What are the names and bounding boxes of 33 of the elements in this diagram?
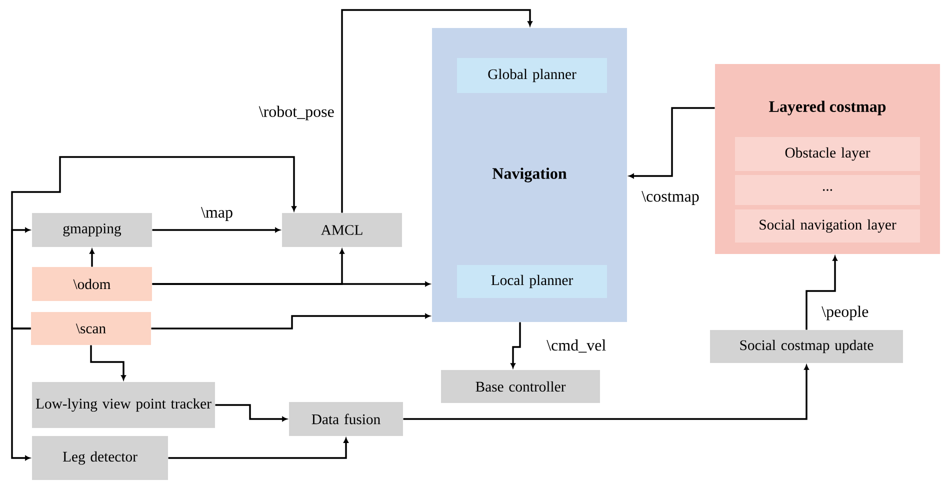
arrow	[90, 248, 94, 267]
edge-label: \cmd_vel	[546, 339, 606, 353]
process-box: Social costmap update	[710, 330, 903, 363]
topic-box: \scan	[31, 312, 151, 345]
arrow	[11, 156, 296, 330]
process-box: Data fusion	[289, 402, 403, 436]
process-box: Low-lying view point tracker	[32, 382, 215, 428]
layer-box: Social navigation layer	[735, 210, 920, 242]
topic-box: \odom	[32, 267, 152, 301]
arrow	[168, 438, 348, 459]
arrow	[215, 404, 288, 422]
process-box: Leg detector	[32, 436, 168, 480]
process-box: AMCL	[282, 213, 402, 247]
arrow	[152, 228, 280, 232]
edge-label: \costmap	[642, 191, 699, 205]
edge-label: \people	[822, 306, 868, 320]
edge-label: \robot_pose	[258, 106, 334, 120]
process-box: Base controller	[441, 370, 600, 403]
planner-box: Local planner	[457, 265, 607, 298]
arrow	[628, 107, 715, 178]
arrow	[510, 322, 521, 368]
edge-label: \map	[201, 207, 232, 221]
arrow	[806, 256, 838, 330]
arrow	[11, 328, 31, 460]
arrow	[90, 345, 126, 380]
arrow	[152, 282, 430, 286]
layer-box: Obstacle layer	[735, 137, 920, 171]
process-box: gmapping	[32, 213, 152, 247]
arrow	[403, 364, 809, 420]
arrow	[151, 314, 430, 330]
layer-box: ...	[735, 175, 920, 205]
planner-box: Global planner	[457, 58, 607, 93]
arrow	[341, 9, 532, 213]
